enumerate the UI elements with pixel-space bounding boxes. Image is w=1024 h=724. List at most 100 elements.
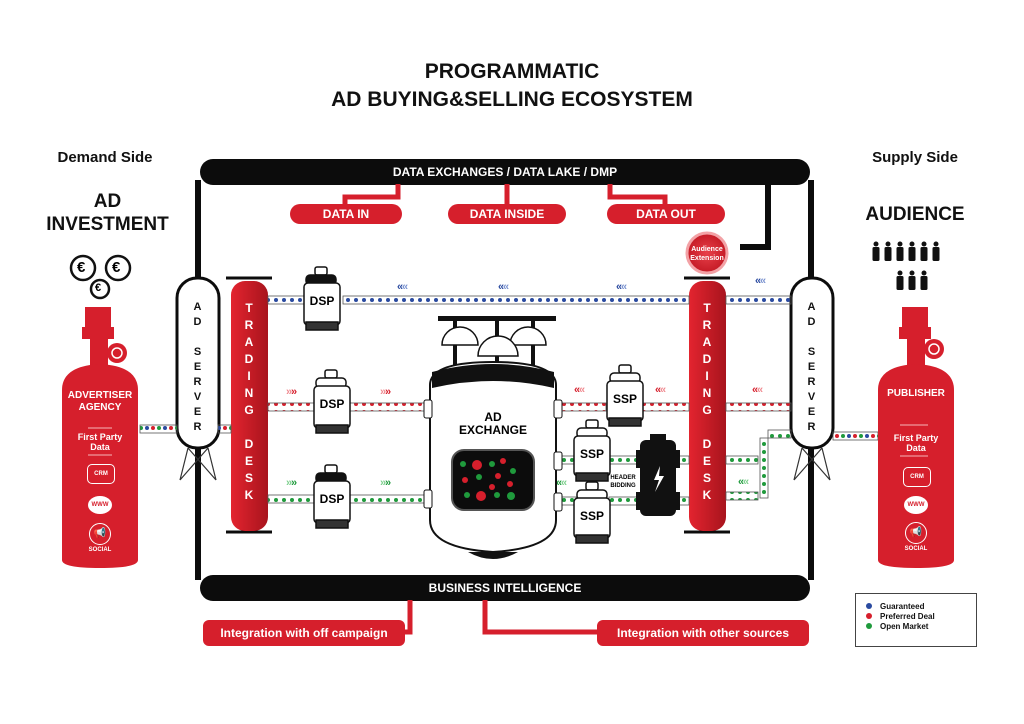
data-line: Data [906, 443, 926, 453]
person-head [909, 270, 915, 276]
svg-text:«: « [579, 384, 585, 396]
euro-symbol-2: € [112, 259, 121, 276]
letter: A [193, 301, 203, 313]
person-head [909, 241, 915, 247]
ad-exchange-line1: AD [484, 410, 502, 424]
letter: T [245, 301, 254, 315]
letter: I [705, 369, 710, 383]
diagram-title-line1: PROGRAMMATIC [424, 60, 600, 83]
audience-extension-line1: Audience [691, 246, 723, 253]
letter: S [244, 471, 254, 485]
letter: A [702, 335, 713, 349]
dsp-canister-1 [303, 266, 341, 331]
legend-label: Open Market [880, 621, 929, 631]
ad-investment-line1: AD [93, 191, 122, 212]
legend-item-open-market: Open Market [866, 621, 976, 631]
ad-investment-line2: INVESTMENT [46, 214, 169, 235]
euro-symbol-1: € [77, 259, 86, 276]
ad-server-left [175, 276, 221, 481]
svg-text:»: » [291, 477, 297, 489]
letter: D [702, 437, 713, 451]
ssp-canister-2 [573, 419, 611, 482]
advertiser-first-party-data: First Party Data [62, 432, 138, 452]
ad-investment-label: AD INVESTMENT [20, 190, 195, 236]
svg-text:«: « [660, 384, 666, 396]
svg-text:«: « [621, 281, 627, 293]
lightning-icon [654, 466, 664, 492]
svg-text:«: « [655, 384, 661, 396]
letter: R [244, 318, 255, 332]
legend-item-preferred-deal: Preferred Deal [866, 611, 976, 621]
svg-text:«: « [498, 281, 504, 293]
letter: D [244, 437, 255, 451]
publisher-label: PUBLISHER [887, 388, 945, 399]
svg-text:«: « [556, 477, 562, 489]
integration-off-campaign-box: Integration with off campaign [203, 620, 405, 646]
pipes [139, 295, 879, 506]
euro-symbol-3: € [95, 282, 102, 294]
ssp-label-2: SSP [579, 447, 604, 461]
advertiser-line: ADVERTISER [67, 390, 133, 401]
header-bidding-device [636, 434, 680, 516]
person-body [896, 247, 904, 261]
svg-text:«: « [757, 384, 763, 396]
svg-text:»: » [286, 477, 292, 489]
integration-other-sources-box: Integration with other sources [597, 620, 809, 646]
letter: K [244, 488, 255, 502]
letter: D [193, 316, 203, 328]
audience-people-icon [872, 241, 940, 290]
letter: E [807, 361, 817, 373]
publisher-crm-icon: CRM [903, 467, 931, 487]
audience-extension-node [685, 231, 729, 275]
exchange-screen-dots [460, 458, 516, 501]
letter: T [703, 301, 712, 315]
audience-extension-label: Audience Extension [687, 245, 727, 263]
ad-exchange-vessel [423, 316, 563, 559]
letter: N [702, 386, 713, 400]
ssp-canister-1 [606, 364, 644, 427]
letter [791, 330, 833, 345]
guaranteed-dot [866, 603, 872, 609]
advertiser-www-icon: WWW [88, 496, 112, 514]
advertiser-tank [62, 307, 138, 568]
svg-text:«: « [616, 281, 622, 293]
euro-coins-icon [69, 254, 132, 300]
letter: V [807, 391, 817, 403]
person-body [932, 247, 940, 261]
ssp-label-3: SSP [579, 509, 604, 523]
data-exchanges-label: DATA EXCHANGES / DATA LAKE / DMP [392, 165, 618, 179]
svg-text:»: » [385, 386, 391, 398]
svg-text:»: » [380, 386, 386, 398]
letter: E [244, 454, 254, 468]
letter: R [807, 376, 817, 388]
ad-server-right [789, 276, 835, 481]
advertiser-social-label: SOCIAL [88, 547, 112, 553]
business-intelligence-bar [200, 575, 810, 601]
person-head [921, 241, 927, 247]
letter [177, 330, 219, 345]
letter: R [193, 421, 203, 433]
header-bidding-line1: HEADER [610, 475, 636, 481]
data-out-pill: DATA OUT [607, 204, 725, 224]
letter: E [807, 406, 817, 418]
person-body [908, 247, 916, 261]
letter: E [193, 406, 203, 418]
letter: G [702, 403, 713, 417]
svg-text:«: « [752, 384, 758, 396]
svg-text:»: » [380, 477, 386, 489]
legend-label: Preferred Deal [880, 611, 935, 621]
legend-item-guaranteed: Guaranteed [866, 601, 976, 611]
advertiser-agency-label: ADVERTISER AGENCY [62, 390, 138, 414]
svg-text:«: « [755, 275, 761, 287]
person-head [897, 241, 903, 247]
frame-pipes [195, 159, 814, 635]
svg-text:«: « [561, 477, 567, 489]
ssp-label-1: SSP [612, 392, 637, 406]
ad-exchange-line2: EXCHANGE [458, 423, 527, 437]
trading-desk-right [684, 276, 730, 534]
letter: D [702, 352, 713, 366]
letter: K [702, 488, 713, 502]
person-head [873, 241, 879, 247]
ssp-canister-3 [573, 481, 611, 544]
